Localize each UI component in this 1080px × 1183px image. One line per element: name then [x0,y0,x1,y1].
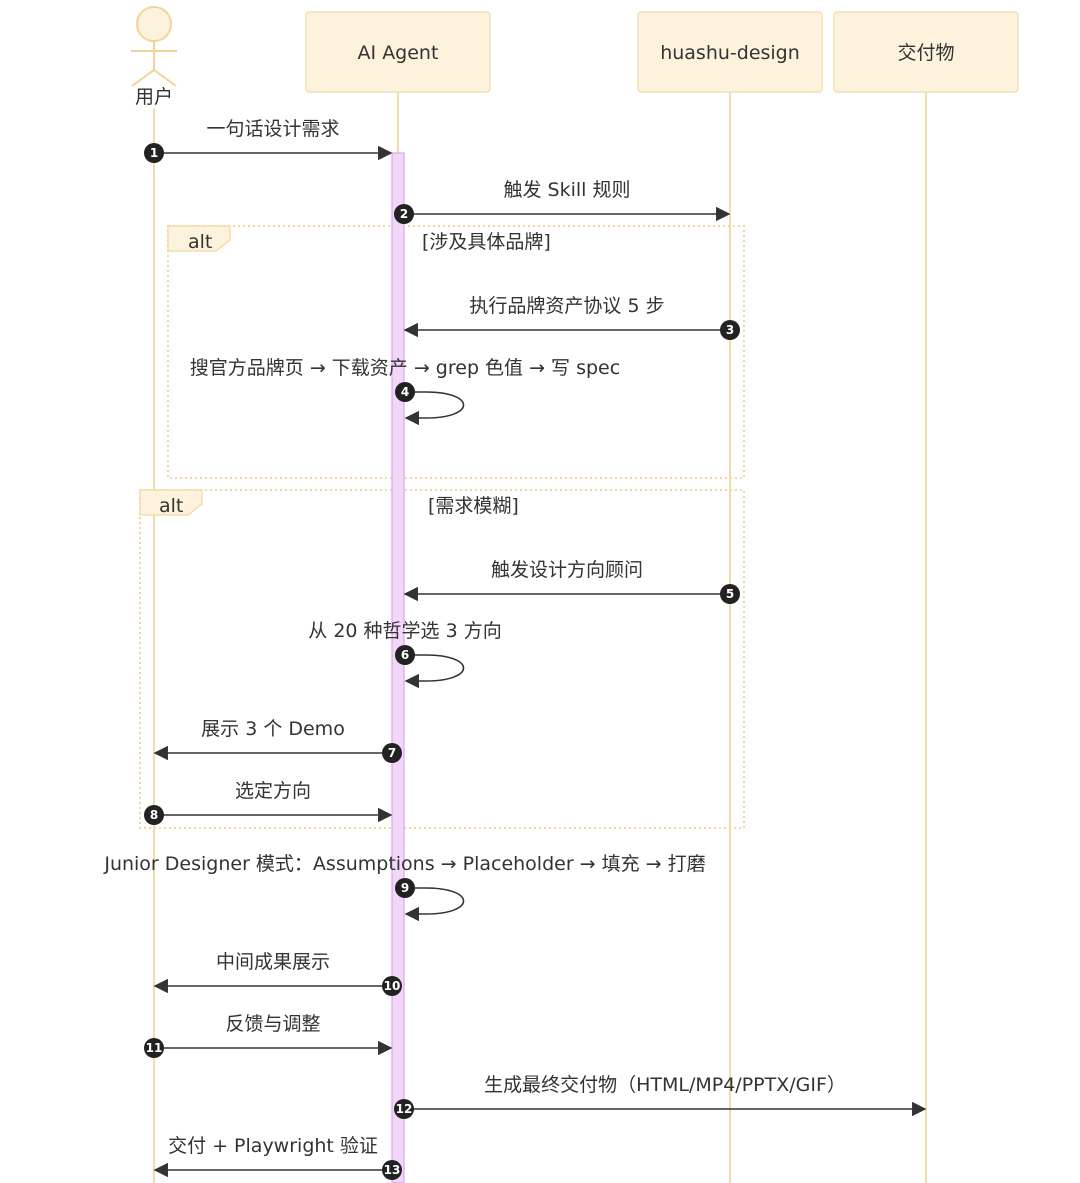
alt-block-ambiguous: alt [需求模糊] [139,489,745,829]
message-label: 执行品牌资产协议 5 步 [469,295,664,317]
message: Junior Designer 模式：Assumptions → Placeho… [103,853,706,922]
messages: 一句话设计需求 1 触发 Skill 规则 2 执行品牌资产协议 5 步 3 搜官方品牌页 … [103,118,927,1180]
message-label: 触发 Skill 规则 [504,179,631,201]
sequence-number: 3 [726,323,734,337]
message-label: 生成最终交付物（HTML/MP4/PPTX/GIF） [484,1074,846,1096]
alt-tag: alt [159,495,183,517]
sequence-number-badge: 4 [395,382,415,402]
message-label: 中间成果展示 [216,951,330,973]
sequence-number: 6 [401,648,409,662]
message: 中间成果展示 10 [153,951,402,996]
participant-label: AI Agent [358,42,439,64]
message-label: Junior Designer 模式：Assumptions → Placeho… [103,853,705,875]
participant-label: 用户 [135,86,173,108]
message: 展示 3 个 Demo 7 [153,718,402,763]
sequence-number-badge: 8 [144,805,164,825]
message: 触发 Skill 规则 2 [394,179,731,224]
alt-condition: [需求模糊] [428,495,519,517]
message-label: 交付 + Playwright 验证 [168,1135,378,1157]
self-message-arrow [398,391,465,426]
alt-condition: [涉及具体品牌] [422,231,551,253]
participant-deliverable: 交付物 [833,11,1019,93]
sequence-number: 13 [384,1163,401,1177]
message-label: 展示 3 个 Demo [201,718,345,740]
message-label: 一句话设计需求 [206,118,339,140]
sequence-number-badge: 2 [394,204,414,224]
sequence-number-badge: 3 [720,320,740,340]
sequence-number-badge: 9 [395,878,415,898]
alt-tag: alt [188,231,212,253]
sequence-number-badge: 11 [144,1038,164,1058]
participant-agent: AI Agent [305,11,491,93]
message: 交付 + Playwright 验证 13 [153,1135,402,1180]
sequence-number-badge: 1 [144,143,164,163]
message: 搜官方品牌页 → 下载资产 → grep 色值 → 写 spec 4 [190,357,620,426]
sequence-number: 11 [146,1041,163,1055]
message-label: 选定方向 [235,780,311,802]
message: 一句话设计需求 1 [144,118,393,163]
self-message-arrow [398,887,465,922]
message: 生成最终交付物（HTML/MP4/PPTX/GIF） 12 [394,1074,927,1119]
message: 执行品牌资产协议 5 步 3 [403,295,740,340]
sequence-number-badge: 12 [394,1099,414,1119]
sequence-number: 5 [726,587,734,601]
message: 从 20 种哲学选 3 方向 6 [308,620,502,689]
sequence-number: 4 [401,385,409,399]
sequence-number: 9 [401,881,409,895]
participant-label: huashu-design [660,42,800,64]
sequence-number: 8 [150,808,158,822]
message-label: 反馈与调整 [225,1013,320,1035]
message: 反馈与调整 11 [144,1013,393,1058]
agent-activation-bar [391,152,405,1183]
actor-head-icon [136,6,172,42]
message-label: 触发设计方向顾问 [491,559,643,581]
self-message-arrow [398,654,465,689]
sequence-number-badge: 5 [720,584,740,604]
sequence-number-badge: 6 [395,645,415,665]
participant-label: 交付物 [897,42,954,64]
sequence-number: 2 [400,207,408,221]
participant-skill: huashu-design [637,11,823,93]
message-label: 从 20 种哲学选 3 方向 [308,620,501,642]
sequence-number: 7 [388,746,396,760]
sequence-number-badge: 13 [382,1160,402,1180]
sequence-number: 10 [384,979,401,993]
alt-block-brand: alt [涉及具体品牌] [167,225,745,479]
sequence-number: 12 [396,1102,413,1116]
sequence-number: 1 [150,146,158,160]
sequence-number-badge: 10 [382,976,402,996]
message: 触发设计方向顾问 5 [403,559,740,604]
sequence-number-badge: 7 [382,743,402,763]
message: 选定方向 8 [144,780,393,825]
message-label: 搜官方品牌页 → 下载资产 → grep 色值 → 写 spec [190,357,620,379]
participant-user: 用户 [131,6,177,108]
